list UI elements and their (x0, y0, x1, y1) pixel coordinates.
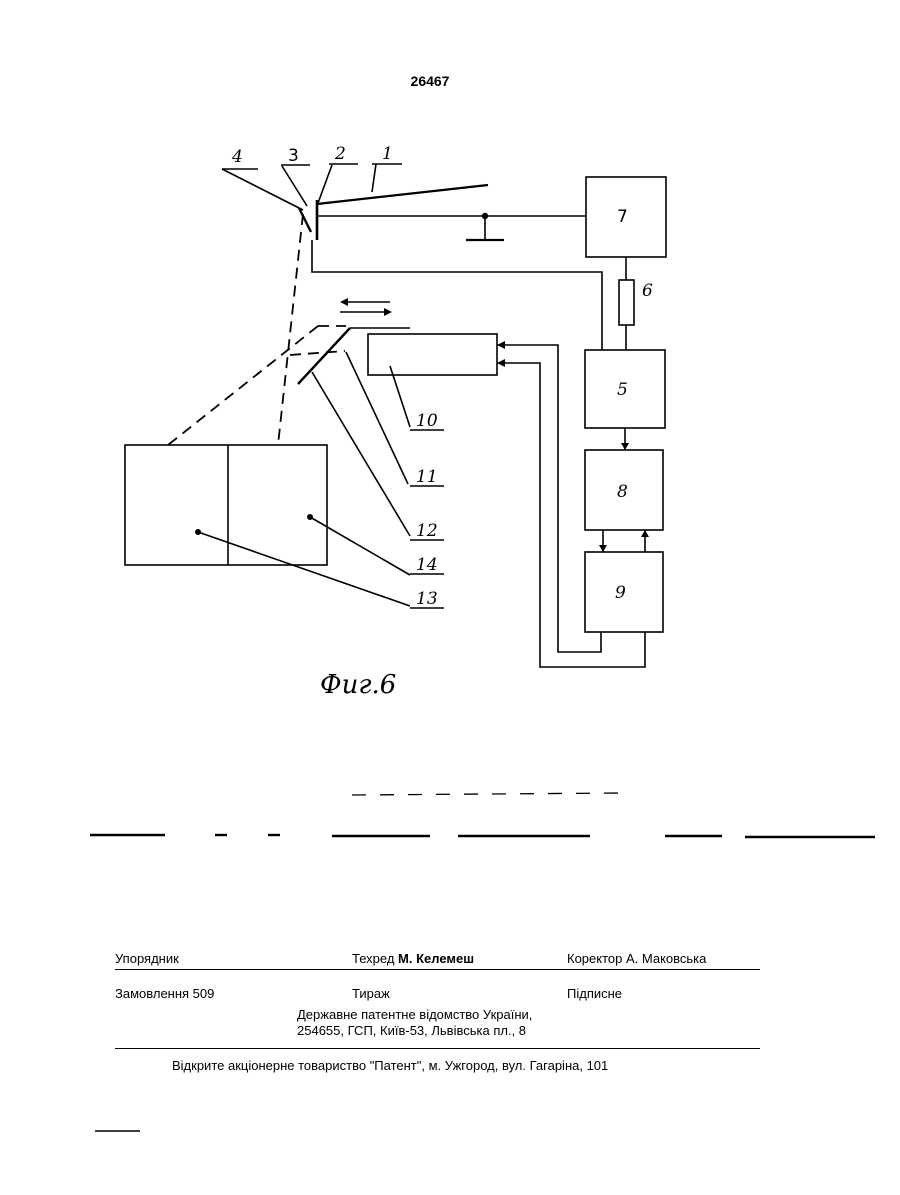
callout-8: 8 (617, 482, 628, 502)
imprint: Упорядник Техред М. Келемеш Коректор А. … (115, 948, 760, 1078)
corrector: Коректор А. Маковська (567, 951, 706, 966)
office-line-2: 254655, ГСП, Київ-53, Львівська пл., 8 (297, 1023, 526, 1038)
compiler-label: Упорядник (115, 951, 179, 966)
block-10 (368, 334, 497, 375)
techred-name: М. Келемеш (398, 951, 474, 966)
callout-11: 11 (416, 467, 438, 487)
figure-caption: Фиг.6 (320, 670, 396, 700)
resistor-6 (619, 280, 634, 325)
callout-2: 2 (334, 144, 346, 164)
block-13-14 (125, 445, 327, 565)
imprint-rule-top (115, 969, 760, 970)
techred: Техред М. Келемеш (352, 951, 474, 966)
callout-4: 4 (231, 147, 243, 167)
callout-14: 14 (416, 555, 438, 575)
callout-7: 7 (617, 207, 628, 227)
order: Замовлення 509 (115, 986, 214, 1001)
callout-13: 13 (416, 589, 438, 609)
scan-mirror (298, 328, 350, 384)
callout-3: 3 (288, 146, 299, 166)
office-line-1: Державне патентне відомство України, (297, 1007, 532, 1022)
beam-path-1 (278, 214, 303, 445)
subscription: Підписне (567, 986, 622, 1001)
callout-12: 12 (416, 521, 438, 541)
callout-1: 1 (382, 144, 393, 164)
callout-10: 10 (416, 411, 438, 431)
beam-path-2 (168, 326, 318, 445)
callout-5: 5 (617, 380, 628, 400)
circulation: Тираж (352, 986, 390, 1001)
mirror-element (299, 208, 311, 232)
lever-arm (317, 185, 488, 204)
callout-6: 6 (642, 281, 653, 301)
callout-9: 9 (615, 583, 626, 603)
feedback-wire-outer (497, 363, 645, 667)
imprint-rule-bottom (115, 1048, 760, 1049)
publisher: Відкрите акціонерне товариство "Патент",… (172, 1058, 608, 1073)
beam-path-4 (290, 351, 345, 355)
techred-label: Техред (352, 951, 394, 966)
